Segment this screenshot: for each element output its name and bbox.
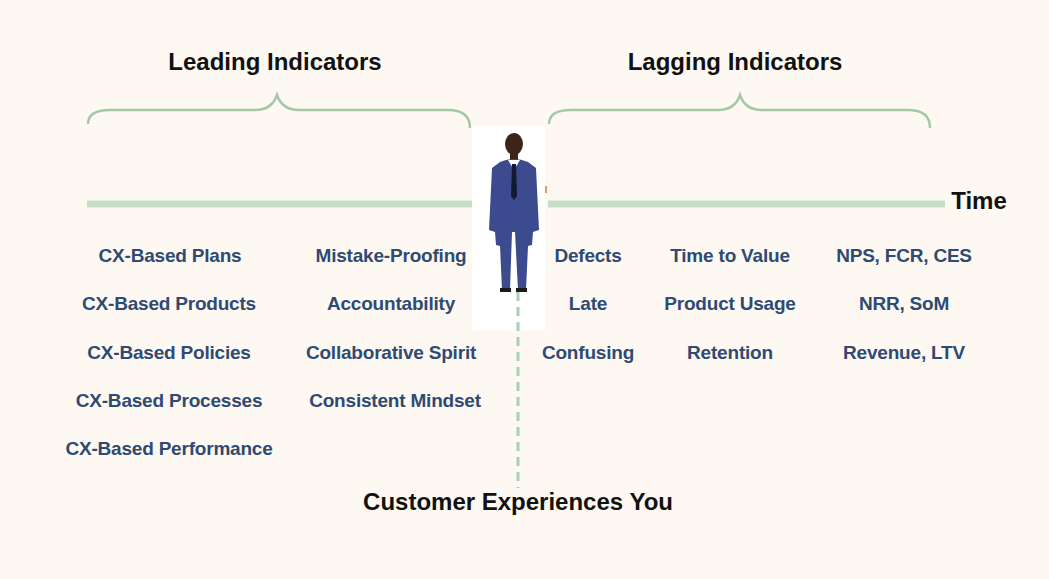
time-line — [548, 201, 945, 208]
figure-ground — [472, 126, 545, 330]
indicator-label: CX-Based Plans — [99, 245, 242, 268]
indicator-label: NPS, FCR, CES — [836, 245, 972, 268]
indicator-label: CX-Based Processes — [76, 390, 263, 413]
indicator-label: Revenue, LTV — [843, 342, 965, 365]
indicator-label: Defects — [554, 245, 621, 268]
indicator-label: Late — [569, 293, 607, 316]
indicator-label: Product Usage — [664, 293, 796, 316]
person-figure — [489, 133, 547, 292]
lagging-brace — [549, 95, 930, 128]
indicator-label: Retention — [687, 342, 773, 365]
indicator-label: CX-Based Products — [82, 293, 256, 316]
indicator-label: Confusing — [542, 342, 634, 365]
leading-brace — [88, 95, 470, 128]
indicator-label: NRR, SoM — [859, 293, 949, 316]
time-line — [87, 201, 472, 208]
section-heading: Lagging Indicators — [628, 48, 843, 77]
section-heading: Leading Indicators — [168, 48, 381, 77]
axis-label: Time — [951, 187, 1007, 216]
indicator-label: CX-Based Policies — [87, 342, 250, 365]
axis-caption: Customer Experiences You — [363, 488, 673, 517]
indicator-label: Accountability — [327, 293, 455, 316]
dashed-marker — [517, 292, 520, 488]
indicator-label: Time to Value — [670, 245, 790, 268]
indicator-label: Consistent Mindset — [309, 390, 481, 413]
indicator-label: Collaborative Spirit — [306, 342, 476, 365]
indicator-label: CX-Based Performance — [65, 438, 272, 461]
indicator-label: Mistake-Proofing — [316, 245, 467, 268]
